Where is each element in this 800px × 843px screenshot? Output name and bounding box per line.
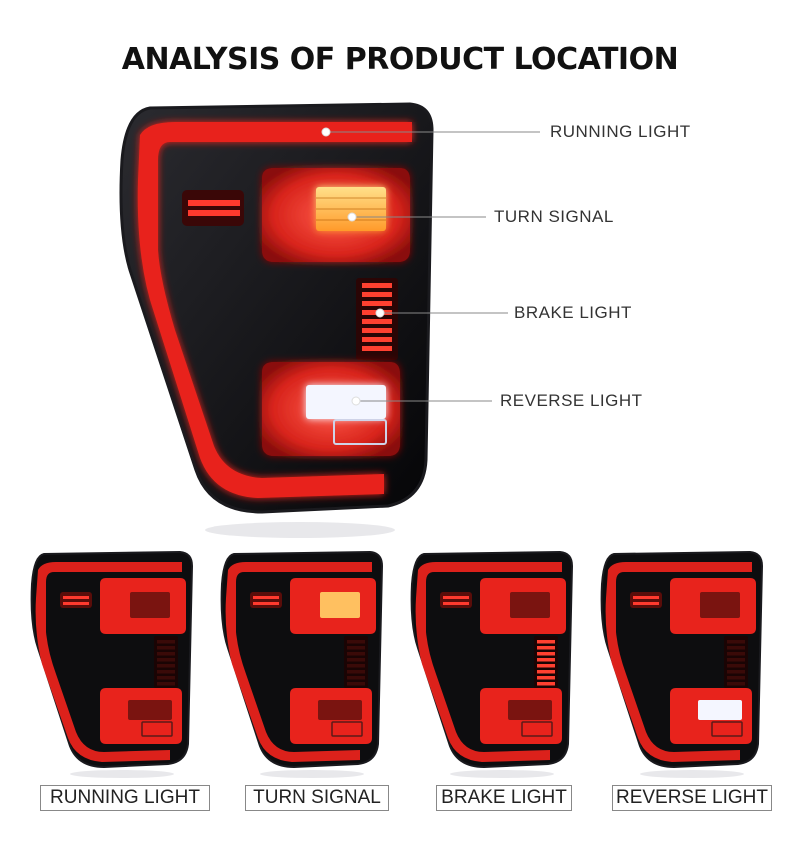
callout-turn-signal: TURN SIGNAL bbox=[494, 207, 614, 226]
caption-running-light: RUNNING LIGHT bbox=[40, 785, 210, 811]
page-title: ANALYSIS OF PRODUCT LOCATION bbox=[121, 42, 679, 77]
main-taillight-illustration bbox=[119, 102, 540, 538]
brake-light-led bbox=[356, 278, 398, 360]
callout-reverse-light: REVERSE LIGHT bbox=[500, 391, 643, 410]
caption-turn-signal: TURN SIGNAL bbox=[245, 785, 389, 811]
callout-lines bbox=[326, 131, 540, 402]
callout-brake-light: BRAKE LIGHT bbox=[514, 303, 632, 322]
callout-dots bbox=[321, 127, 385, 406]
thumbnail-taillight-reverse bbox=[600, 550, 764, 778]
side-marker-led bbox=[182, 190, 244, 226]
caption-brake-light: BRAKE LIGHT bbox=[436, 785, 572, 811]
caption-reverse-light: REVERSE LIGHT bbox=[612, 785, 772, 811]
thumbnail-taillight-turn bbox=[220, 550, 384, 778]
thumbnail-taillight-brake bbox=[410, 550, 574, 778]
side-marker-led-segments bbox=[188, 200, 240, 216]
reverse-light-led bbox=[306, 385, 386, 419]
thumbnail-taillight-running bbox=[30, 550, 194, 778]
callout-running-light: RUNNING LIGHT bbox=[550, 122, 691, 141]
